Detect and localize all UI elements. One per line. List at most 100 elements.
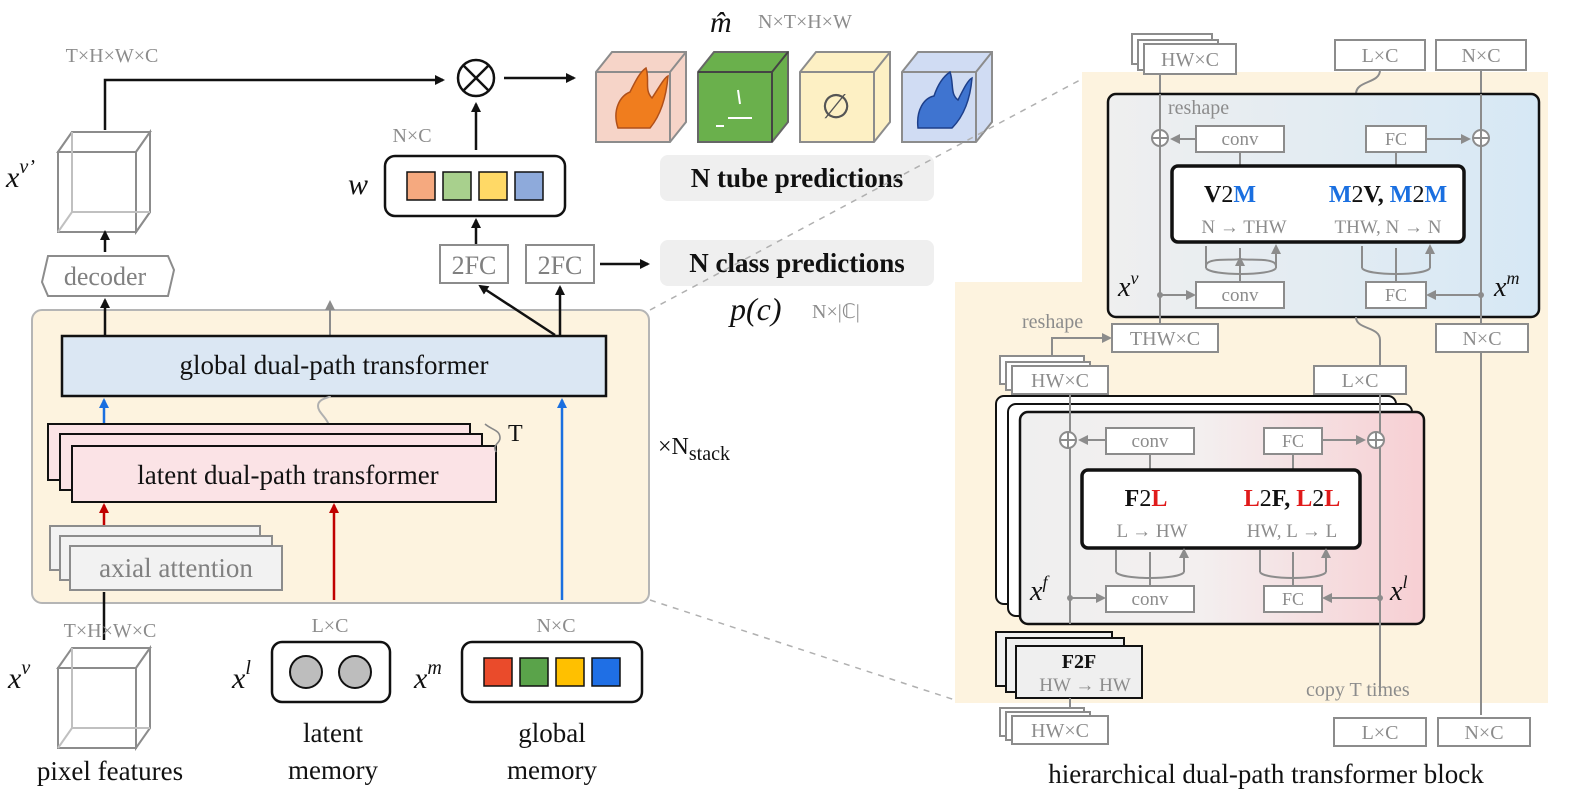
pc-shape: N×|ℂ| xyxy=(812,301,860,323)
nc-mid: N×C xyxy=(1462,328,1501,350)
nc2-label: N×C xyxy=(536,615,575,637)
pc-label: p(c) xyxy=(728,291,782,327)
t-label: T xyxy=(508,421,523,447)
thw-c-box xyxy=(1111,323,1219,353)
empty-set-symbol: ∅ xyxy=(821,89,851,126)
fc-box-1 xyxy=(439,244,509,284)
nc-bottom-box xyxy=(1437,717,1531,747)
lc-bottom: L×C xyxy=(1362,722,1399,744)
tube-cube-empty-icon: ∅ xyxy=(799,51,891,143)
fc-c-box xyxy=(1263,427,1323,455)
m2v-label: M2V, M2M xyxy=(1329,182,1447,208)
lc-mid-box xyxy=(1313,365,1407,395)
lc-top: L×C xyxy=(1362,45,1399,67)
latent-transformer-label: latent dual-path transformer xyxy=(137,460,438,490)
conv-b: conv xyxy=(1222,285,1259,306)
latent-slot-1 xyxy=(289,655,323,689)
gm-slot-red xyxy=(483,657,513,687)
xv-prime-label: xv’ xyxy=(5,156,35,194)
axial-attention-label: axial attention xyxy=(99,553,253,583)
lc-bottom-box xyxy=(1333,717,1427,747)
hw-c-bottom-box xyxy=(1011,715,1109,745)
fc-d-box xyxy=(1263,585,1323,613)
fc-b-box xyxy=(1365,281,1427,309)
reshape-top: reshape xyxy=(1168,97,1229,119)
m2v-sub: THW, N → N xyxy=(1335,217,1442,238)
hw-c-top-box xyxy=(1143,43,1237,75)
lc-label: L×C xyxy=(312,615,349,637)
gm-slot-yellow xyxy=(555,657,585,687)
w-label: w xyxy=(348,168,368,201)
copy-t-label: copy T times xyxy=(1306,679,1410,701)
thw-c: THW×C xyxy=(1130,328,1200,350)
reshape-mid: reshape xyxy=(1022,311,1083,333)
multiply-operator xyxy=(456,58,496,98)
v2m-m2v-box xyxy=(1170,164,1466,244)
tube-predictions-pill xyxy=(660,155,934,201)
nc-top: N×C xyxy=(1461,45,1500,67)
fc-box-2 xyxy=(525,244,595,284)
hw-c-bottom: HW×C xyxy=(1031,720,1089,742)
v2m-label: V2M xyxy=(1204,182,1256,208)
pixel-shape-top: T×H×W×C xyxy=(66,45,159,67)
nc-top-box xyxy=(1435,39,1527,71)
latent-transformer-box xyxy=(71,445,497,503)
class-predictions-label: N class predictions xyxy=(689,248,905,278)
hw-c-mid-box xyxy=(1011,365,1109,395)
w-memory-box xyxy=(383,154,567,218)
hierarchical-block: HW×C L×C N×C reshape conv FC V2M N → THW… xyxy=(955,33,1548,789)
mhat-label: m̂ xyxy=(710,6,732,39)
global-memory-box xyxy=(460,640,644,704)
xv-prime-cube-icon xyxy=(56,128,152,236)
fc-label-1: 2FC xyxy=(452,251,497,280)
f2f-box xyxy=(1015,645,1143,699)
w-slot-orange xyxy=(406,171,436,201)
left-pipeline: T×H×W×C xv’ decoder N×C w xyxy=(5,45,730,786)
tube-cube-green-icon xyxy=(697,51,789,143)
xf-label: xf xyxy=(1029,572,1050,607)
nc-bottom: N×C xyxy=(1464,722,1503,744)
w-slot-yellow xyxy=(478,171,508,201)
conv-d-box xyxy=(1105,585,1195,613)
decoder-label: decoder xyxy=(64,262,147,291)
global-transformer-label: global dual-path transformer xyxy=(180,350,489,380)
conv-d: conv xyxy=(1132,589,1169,610)
pixel-features-label: pixel features xyxy=(37,756,183,786)
gm-slot-blue xyxy=(591,657,621,687)
mhat-shape: N×T×H×W xyxy=(758,11,852,33)
xl-label: xl xyxy=(231,657,251,695)
global-transformer-box xyxy=(60,334,608,398)
conv-a: conv xyxy=(1222,129,1259,150)
xm-label: xm xyxy=(413,657,442,695)
f2f-label: F2F xyxy=(1062,651,1096,673)
pixel-shape-bottom: T×H×W×C xyxy=(64,620,157,642)
fc-d: FC xyxy=(1282,589,1304,609)
xv-cube-icon xyxy=(56,644,152,752)
axial-attention-box xyxy=(69,545,283,591)
class-predictions-pill xyxy=(660,240,934,286)
f2f-sub: HW → HW xyxy=(1039,675,1131,696)
predictions: m̂ N×T×H×W ∅ N tube predictions xyxy=(595,6,1081,701)
xm-right-label: xm xyxy=(1493,268,1519,303)
nc-label: N×C xyxy=(392,125,431,147)
gm-slot-green xyxy=(519,657,549,687)
xv-right-label: xv xyxy=(1117,268,1138,303)
latent-slot-2 xyxy=(338,655,372,689)
fc-c: FC xyxy=(1282,431,1304,451)
xv-label: xv xyxy=(7,657,30,695)
global-memory-label-2: memory xyxy=(507,755,597,785)
hw-c-top: HW×C xyxy=(1161,49,1219,71)
fc-a: FC xyxy=(1385,129,1407,149)
conv-b-box xyxy=(1195,281,1285,309)
w-slot-blue xyxy=(514,171,544,201)
l2f-sub: HW, L → L xyxy=(1247,521,1337,542)
w-slot-green xyxy=(442,171,472,201)
xl-right-label: xl xyxy=(1389,572,1407,607)
fc-b: FC xyxy=(1385,285,1407,305)
tube-predictions-label: N tube predictions xyxy=(691,163,904,193)
conv-c: conv xyxy=(1132,431,1169,452)
f2l-sub: L → HW xyxy=(1116,521,1187,542)
latent-memory-label-1: latent xyxy=(303,718,363,748)
lc-top-box xyxy=(1334,39,1426,71)
